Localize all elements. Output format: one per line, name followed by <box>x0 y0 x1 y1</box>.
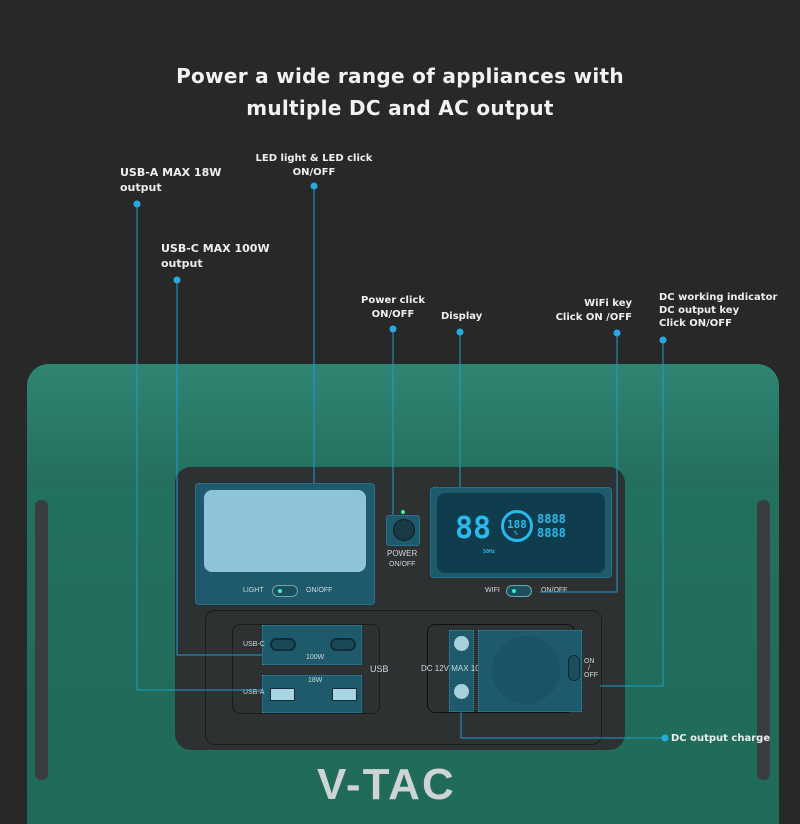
wifi-callout: WiFi key Click ON /OFF <box>532 297 632 325</box>
power-button[interactable] <box>393 519 415 541</box>
power-callout-line2: ON/OFF <box>371 309 415 320</box>
usb-c-callout-line <box>176 280 262 656</box>
usb-c-label: USB-C <box>243 641 265 648</box>
usb-a-label: USB-A <box>243 689 265 696</box>
light-onoff-label: ON/OFF <box>306 587 333 594</box>
wifi-callout-dot <box>613 329 621 337</box>
usb-c-callout-dot <box>173 276 181 284</box>
dc-charge-callout-dot <box>661 734 669 742</box>
usb-a-port-2[interactable] <box>332 688 357 701</box>
callout-lines <box>133 182 669 742</box>
dc-key-callout-line2: DC output key <box>659 305 740 316</box>
usb-a-callout: USB-A MAX 18W output <box>120 165 221 195</box>
lcd-display: 88 188 % 8888 8888 50Hz <box>437 493 605 573</box>
usb-a-callout-line2: output <box>120 181 162 194</box>
dc-label: DC 12V MAX 10A <box>421 664 486 673</box>
dc-output-key[interactable] <box>568 655 580 681</box>
usb-c-power: 100W <box>306 654 325 661</box>
usb-a-callout-dot <box>133 200 141 208</box>
dc-key-callout-line1: DC working indicator <box>659 292 778 303</box>
usb-block <box>232 624 380 714</box>
power-callout-dot <box>389 325 397 333</box>
led-callout-line1: LED light & LED click <box>255 153 373 164</box>
right-grip <box>757 500 770 780</box>
wifi-label: WIFI <box>485 587 500 594</box>
light-label: LIGHT <box>243 587 264 594</box>
led-light[interactable] <box>204 490 366 572</box>
left-grip <box>35 500 48 780</box>
wifi-onoff-label: ON/OFF <box>541 587 568 594</box>
usb-c-callout-line1: USB-C MAX 100W <box>161 242 270 255</box>
dc-key-callout-line <box>600 340 664 687</box>
dc-slash: / <box>588 665 590 672</box>
wifi-callout-line <box>540 333 618 593</box>
port-area <box>205 610 602 745</box>
dc-off-label: OFF <box>584 672 598 679</box>
power-callout: Power click ON/OFF <box>343 294 443 322</box>
battery-ring-icon <box>501 510 533 542</box>
dc-on-label: ON <box>584 658 595 665</box>
dc-key-callout: DC working indicator DC output key Click… <box>659 291 777 330</box>
power-callout-line1: Power click <box>361 295 425 306</box>
dc-key-callout-dot <box>659 336 667 344</box>
dc-key-callout-line3: Click ON/OFF <box>659 318 732 329</box>
power-indicator <box>401 510 405 514</box>
led-callout: LED light & LED click ON/OFF <box>244 152 384 180</box>
light-toggle[interactable] <box>272 585 298 597</box>
headline-line2: multiple DC and AC output <box>246 96 554 120</box>
usb-a-callout-line <box>136 204 262 691</box>
usb-label: USB <box>370 664 389 674</box>
wifi-callout-line1: WiFi key <box>584 298 632 309</box>
led-callout-dot <box>310 182 318 190</box>
power-onoff-label: ON/OFF <box>389 561 416 568</box>
display-percent: % <box>514 530 518 537</box>
led-callout-line2: ON/OFF <box>292 167 336 178</box>
power-label: POWER <box>387 549 418 558</box>
display-row2: 8888 <box>537 526 566 540</box>
display-callout-dot <box>456 328 464 336</box>
car-socket[interactable] <box>492 636 560 704</box>
display-ring-digits: 188 <box>507 518 527 531</box>
dc-port-1[interactable] <box>454 636 469 651</box>
usb-a-callout-line1: USB-A MAX 18W <box>120 166 222 179</box>
display-big-digits: 88 <box>455 511 492 546</box>
usb-a-power: 18W <box>308 677 323 684</box>
usb-c-port-2[interactable] <box>330 638 356 651</box>
usb-c-callout: USB-C MAX 100W output <box>161 241 270 271</box>
dc-charge-callout-line <box>460 712 665 739</box>
wifi-toggle[interactable] <box>506 585 532 597</box>
dc-port-2[interactable] <box>454 684 469 699</box>
display-hz: 50Hz <box>483 549 496 555</box>
wifi-callout-line2: Click ON /OFF <box>555 312 632 323</box>
display-callout: Display <box>441 311 483 322</box>
headline-line1: Power a wide range of appliances with <box>176 64 624 88</box>
display-row1: 8888 <box>537 512 566 526</box>
usb-c-port-1[interactable] <box>270 638 296 651</box>
usb-c-callout-line2: output <box>161 257 203 270</box>
dc-charge-callout: DC output charge <box>671 733 771 744</box>
usb-a-port-1[interactable] <box>270 688 295 701</box>
